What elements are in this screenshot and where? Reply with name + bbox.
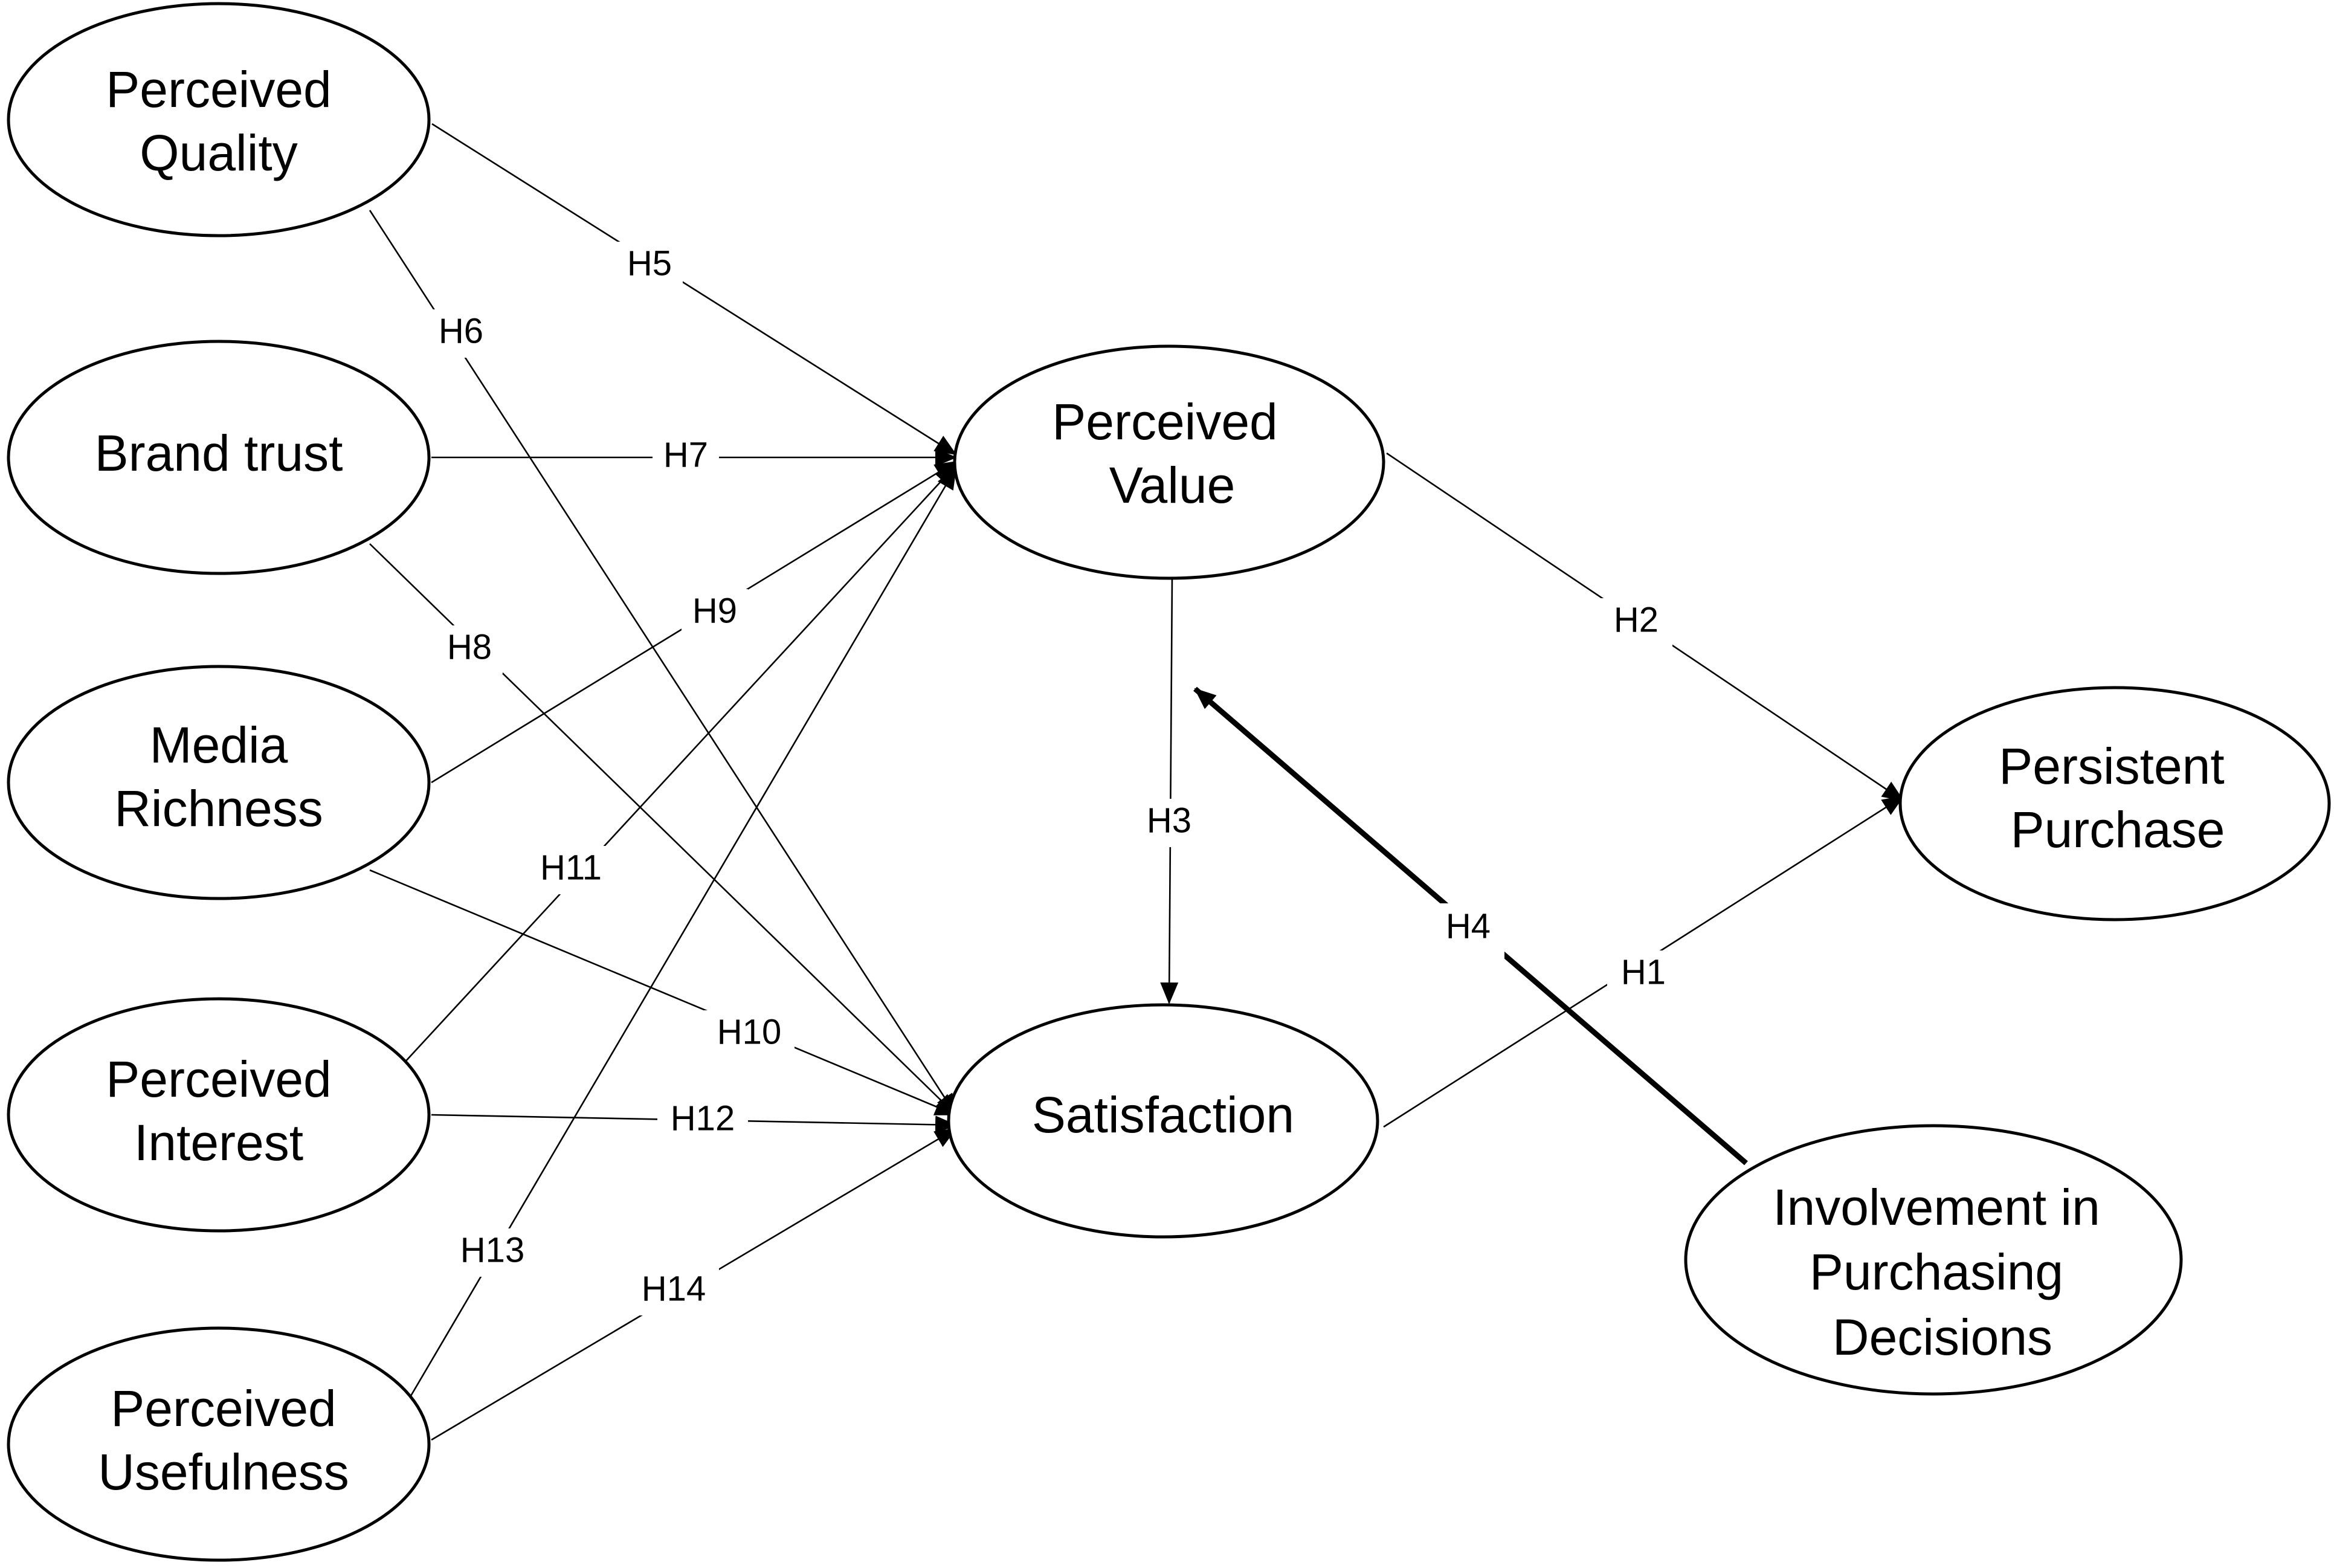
node-label-line: Perceived xyxy=(106,61,332,118)
node-label-line: Quality xyxy=(140,124,297,181)
node-perceived-interest: Perceived Interest xyxy=(7,997,431,1233)
node-label-line: Decisions xyxy=(1833,1309,2052,1366)
edge-label-h4: H4 xyxy=(1446,906,1491,946)
node-brand-trust: Brand trust xyxy=(7,340,431,575)
edge-h14: H14 xyxy=(431,1128,957,1441)
node-persistent-purchase: Persistent Purchase xyxy=(1898,686,2331,921)
node-label-line: Usefulness xyxy=(98,1444,349,1500)
node-satisfaction: Satisfaction xyxy=(947,1003,1379,1239)
edge-h8: H8 xyxy=(369,543,957,1116)
node-label-line: Purchasing xyxy=(1810,1244,2063,1300)
edge-label-h7: H7 xyxy=(663,435,708,474)
edge-label-h8: H8 xyxy=(447,627,492,666)
edge-h1: H1 xyxy=(1383,795,1904,1128)
edge-h10: H10 xyxy=(369,869,957,1116)
edge-h12: H12 xyxy=(431,1097,957,1145)
edge-label-h12: H12 xyxy=(671,1099,735,1138)
node-label-line: Brand trust xyxy=(95,425,343,482)
edge-h7: H7 xyxy=(431,433,957,482)
node-label-line: Richness xyxy=(114,780,323,837)
edge-h6: H6 xyxy=(369,210,957,1116)
edge-h13: H13 xyxy=(410,467,957,1396)
edge-label-h6: H6 xyxy=(439,311,483,350)
edge-h2: H2 xyxy=(1386,452,1904,802)
edge-label-h5: H5 xyxy=(627,244,672,283)
edge-label-h13: H13 xyxy=(460,1230,524,1270)
node-label-line: Involvement in xyxy=(1773,1179,2100,1236)
node-perceived-value: Perceived Value xyxy=(953,344,1385,580)
node-label-line: Value xyxy=(1109,457,1236,514)
edge-label-h1: H1 xyxy=(1621,952,1666,992)
edge-label-h10: H10 xyxy=(717,1012,781,1051)
node-label-line: Persistent xyxy=(1999,738,2225,795)
node-label-line: Perceived xyxy=(106,1051,332,1108)
node-label-line: Perceived xyxy=(1052,393,1278,450)
node-label-line: Media xyxy=(150,717,288,773)
node-label-line: Satisfaction xyxy=(1032,1086,1294,1143)
node-label-line: Purchase xyxy=(2011,801,2225,858)
node-media-richness: Media Richness xyxy=(7,665,431,900)
edge-h4: H4 xyxy=(1193,686,1748,1166)
edge-h11: H11 xyxy=(403,464,957,1064)
edge-label-h14: H14 xyxy=(642,1269,706,1308)
edge-label-h2: H2 xyxy=(1614,600,1659,639)
node-label-line: Interest xyxy=(134,1114,303,1171)
node-label-line: Perceived xyxy=(111,1380,337,1437)
node-involvement-in-purchasing-decisions: Involvement in Purchasing Decisions xyxy=(1684,1124,2183,1396)
node-perceived-usefulness: Perceived Usefulness xyxy=(7,1326,431,1562)
node-perceived-quality: Perceived Quality xyxy=(7,2,431,237)
edge-label-h9: H9 xyxy=(692,591,737,630)
edge-h9: H9 xyxy=(431,460,957,784)
edge-label-h11: H11 xyxy=(540,848,602,887)
edge-label-h3: H3 xyxy=(1147,801,1191,840)
edge-h3: H3 xyxy=(1133,576,1205,1004)
edge-h5: H5 xyxy=(431,123,957,456)
